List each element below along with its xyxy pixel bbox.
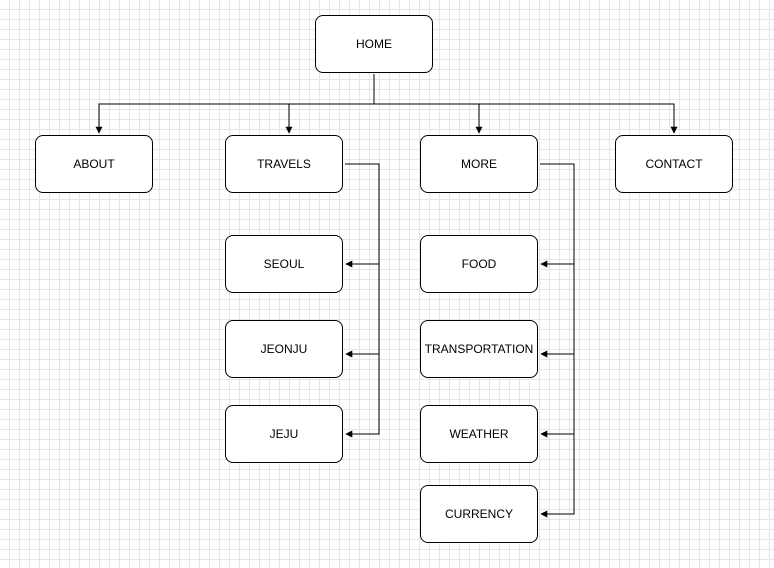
- node-weather[interactable]: WEATHER: [420, 405, 538, 463]
- node-seoul[interactable]: SEOUL: [225, 235, 343, 293]
- node-jeonju[interactable]: JEONJU: [225, 320, 343, 378]
- edge-home-more: [374, 103, 483, 134]
- edge-home-travels: [285, 103, 374, 134]
- node-contact[interactable]: CONTACT: [615, 135, 733, 193]
- edge-travels-jeju: [345, 354, 380, 438]
- edge-more-weather: [540, 354, 575, 438]
- node-about[interactable]: ABOUT: [35, 135, 153, 193]
- edge-home-about: [95, 74, 375, 134]
- node-currency[interactable]: CURRENCY: [420, 485, 538, 543]
- edge-more-food: [540, 163, 575, 268]
- node-food[interactable]: FOOD: [420, 235, 538, 293]
- node-travels[interactable]: TRAVELS: [225, 135, 343, 193]
- node-jeju[interactable]: JEJU: [225, 405, 343, 463]
- edge-travels-seoul: [345, 163, 380, 268]
- edge-more-currency: [540, 434, 575, 518]
- edge-travels-jeonju: [345, 264, 380, 358]
- node-more[interactable]: MORE: [420, 135, 538, 193]
- node-transportation[interactable]: TRANSPORTATION: [420, 320, 538, 378]
- edge-home-contact: [374, 103, 678, 134]
- node-home[interactable]: HOME: [315, 15, 433, 73]
- edge-more-transportation: [540, 264, 575, 358]
